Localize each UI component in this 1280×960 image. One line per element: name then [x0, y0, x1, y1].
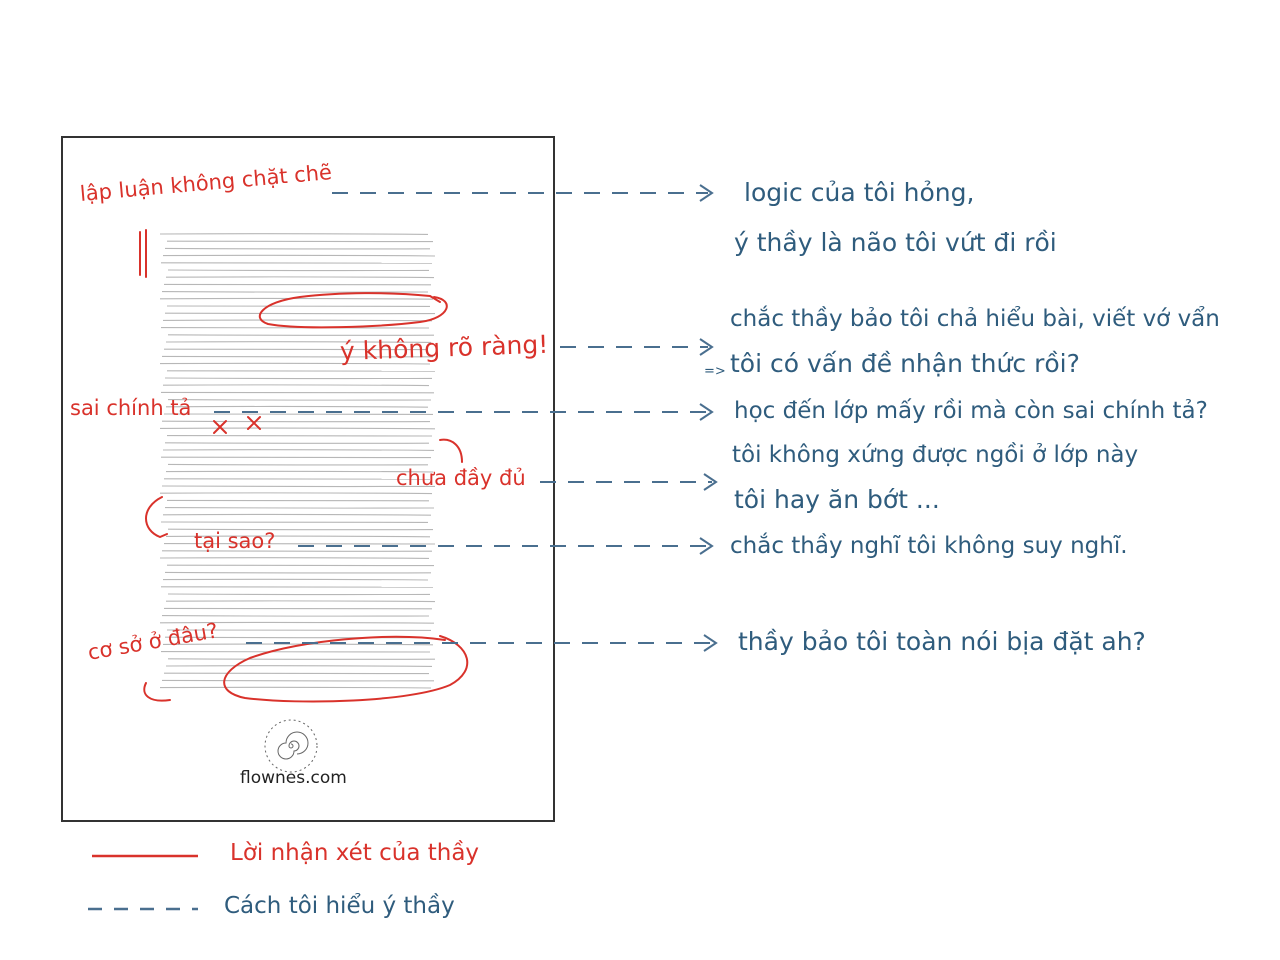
paper-text-line	[167, 658, 436, 660]
evidence-hook	[143, 682, 171, 702]
paper-text-line	[162, 578, 429, 581]
paper-text-line	[165, 405, 429, 408]
spelling-cross-2	[247, 416, 261, 430]
student-thought-4b: tôi hay ăn bớt ...	[734, 485, 940, 514]
paper-text-line	[167, 399, 432, 401]
paper-text-line	[164, 442, 430, 444]
logo-text: flownes.com	[240, 768, 347, 788]
paper-text-line	[159, 362, 431, 365]
teacher-marks	[139, 229, 469, 703]
paper-text-line	[167, 269, 430, 272]
student-thought-6: thầy bảo tôi toàn nói bịa đặt ah?	[738, 627, 1146, 656]
paper-text-line	[161, 355, 434, 358]
interpretation-arrows	[214, 184, 718, 652]
student-thought-4a: tôi không xứng được ngồi ở lớp này	[732, 442, 1139, 468]
unclear-idea-ellipse	[258, 292, 448, 329]
arrow-2-head	[699, 338, 714, 356]
paper-text-line	[165, 341, 432, 343]
student-thought-2b: tôi có vấn đề nhận thức rồi?	[730, 349, 1080, 378]
paper-text-line	[161, 615, 430, 617]
arrow-3-head	[699, 403, 714, 421]
arrow-1-head	[699, 184, 714, 202]
spelling-cross-1	[213, 420, 227, 434]
paper-text-line	[161, 420, 431, 423]
paper-text-line	[165, 665, 433, 667]
paper-text-line	[159, 492, 433, 495]
paper-text-line	[161, 550, 433, 552]
student-thought-2a: chắc thầy bảo tôi chả hiểu bài, viết vớ …	[730, 306, 1220, 332]
paper-text-line	[164, 247, 431, 250]
margin-marks	[139, 229, 147, 278]
arrow-4-head	[703, 473, 718, 491]
paper-text-line	[164, 507, 435, 509]
teacher-comment-spelling: sai chính tả	[70, 396, 192, 420]
paper-text-line	[159, 686, 432, 689]
paper-text-line	[159, 427, 436, 430]
paper-text-line	[165, 535, 431, 538]
paper-text-line	[162, 513, 432, 516]
arrow-5-head	[699, 537, 714, 555]
arrow-6-head	[703, 634, 718, 652]
paper-text-line	[162, 319, 433, 322]
paper-text-line	[161, 679, 435, 682]
arrow-prefix: =>	[704, 364, 726, 379]
paper-text-line	[161, 485, 436, 488]
paper-text-line	[167, 463, 429, 466]
student-thought-3: học đến lớp mấy rồi mà còn sai chính tả?	[734, 398, 1208, 424]
paper-text-line	[167, 528, 434, 531]
paper-text-lines	[159, 233, 436, 689]
paper-text-line	[162, 643, 434, 646]
paper-text-line	[164, 312, 436, 315]
paper-text-line	[167, 334, 435, 336]
legend-teacher-label: Lời nhận xét của thầy	[230, 840, 480, 866]
paper-text-line	[162, 384, 430, 387]
paper-text-line	[165, 600, 436, 603]
paper-text-line	[162, 254, 436, 257]
paper-text-line	[161, 291, 429, 293]
incomplete-hook	[439, 438, 463, 463]
teacher-comment-why: tại sao?	[194, 529, 276, 553]
evidence-ellipse	[223, 635, 469, 703]
paper-text-line	[159, 297, 434, 300]
legend-student-label: Cách tôi hiểu ý thầy	[224, 893, 455, 919]
student-thought-5: chắc thầy nghĩ tôi không suy nghĩ.	[730, 533, 1128, 559]
teacher-comment-incomplete: chưa đầy đủ	[396, 466, 526, 490]
paper-text-line	[165, 276, 435, 279]
spiral-icon	[264, 719, 318, 773]
paper-text-line	[164, 377, 433, 380]
paper-text-line	[159, 557, 430, 559]
student-thought-1a: logic của tôi hỏng,	[744, 178, 975, 207]
paper-text-line	[159, 621, 435, 624]
paper-text-line	[159, 233, 429, 235]
paper-text-line	[162, 449, 435, 451]
paper-text-line	[164, 571, 432, 574]
paper-text-line	[167, 593, 431, 596]
student-thought-1b: ý thầy là não tôi vứt đi rồi	[734, 228, 1057, 257]
paper-text-line	[165, 470, 434, 473]
why-arc	[145, 496, 168, 538]
paper-sheet	[61, 136, 555, 822]
